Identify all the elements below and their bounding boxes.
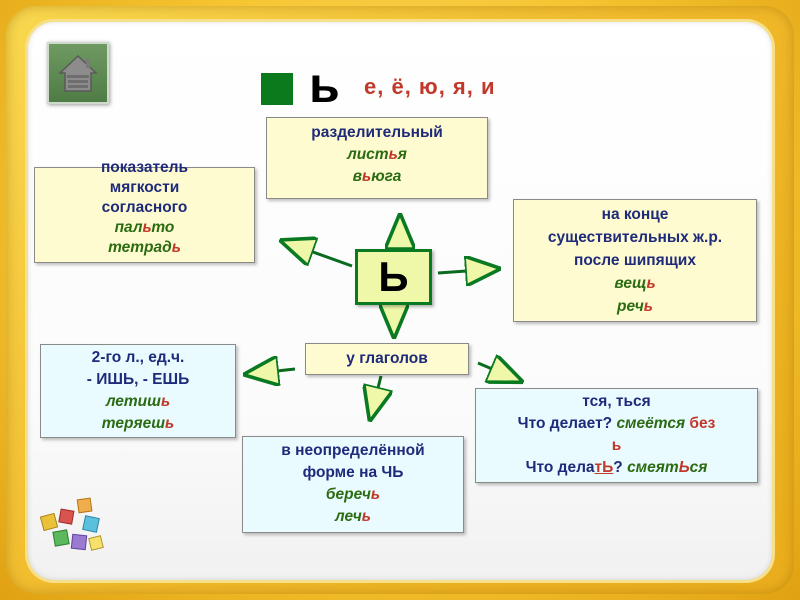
nouns-line-1: на конце — [514, 203, 756, 226]
infinitive-example-1: беречь — [243, 484, 463, 506]
separating-example-2: вьюга — [267, 166, 487, 188]
infinitive-line-2: форме на ЧЬ — [243, 462, 463, 484]
box-separating: разделительный листья вьюга — [266, 117, 488, 199]
reflexive-line-1: тся, ться — [476, 391, 757, 413]
reflexive-question-2: Что делатЬ? смеятЬся — [476, 457, 757, 479]
box-reflexive: тся, ться Что делает? смеётся без ь Что … — [475, 388, 758, 483]
arrow-to-second-person — [249, 369, 295, 374]
softness-line-2: мягкости — [35, 178, 254, 198]
softness-line-1: показатель — [35, 158, 254, 178]
second-person-example-2: теряешь — [41, 413, 235, 435]
arrow-to-reflexive — [478, 363, 518, 380]
nouns-example-1: вещь — [514, 272, 756, 295]
separating-example-1: листья — [267, 144, 487, 166]
box-verbs: у глаголов — [305, 343, 469, 375]
infinitive-line-1: в неопределённой — [243, 440, 463, 462]
reflexive-soft-mark: ь — [476, 435, 757, 457]
verbs-title: у глаголов — [346, 350, 427, 367]
second-person-line-2: - ИШЬ, - ЕШЬ — [41, 369, 235, 391]
softness-line-3: согласного — [35, 198, 254, 218]
nouns-line-2: существительных ж.р. — [514, 226, 756, 249]
center-soft-sign: Ь — [355, 249, 432, 305]
toy-blocks-icon — [40, 495, 110, 560]
nouns-line-3: после шипящих — [514, 249, 756, 272]
second-person-line-1: 2-го л., ед.ч. — [41, 347, 235, 369]
reflexive-question-1: Что делает? смеётся без — [476, 413, 757, 435]
nouns-example-2: речь — [514, 295, 756, 318]
softness-example-2: тетрадь — [35, 238, 254, 258]
separating-title: разделительный — [267, 122, 487, 144]
second-person-example-1: летишь — [41, 391, 235, 413]
arrow-to-nouns — [438, 269, 495, 273]
box-second-person: 2-го л., ед.ч. - ИШЬ, - ЕШЬ летишь теряе… — [40, 344, 236, 438]
infinitive-example-2: лечь — [243, 506, 463, 528]
arrow-to-softness — [285, 242, 352, 266]
box-softness: показатель мягкости согласного пальто те… — [34, 167, 255, 263]
box-infinitive: в неопределённой форме на ЧЬ беречь лечь — [242, 436, 464, 533]
softness-example-1: пальто — [35, 218, 254, 238]
arrow-to-infinitive — [371, 376, 381, 416]
box-nouns: на конце существительных ж.р. после шипя… — [513, 199, 757, 322]
